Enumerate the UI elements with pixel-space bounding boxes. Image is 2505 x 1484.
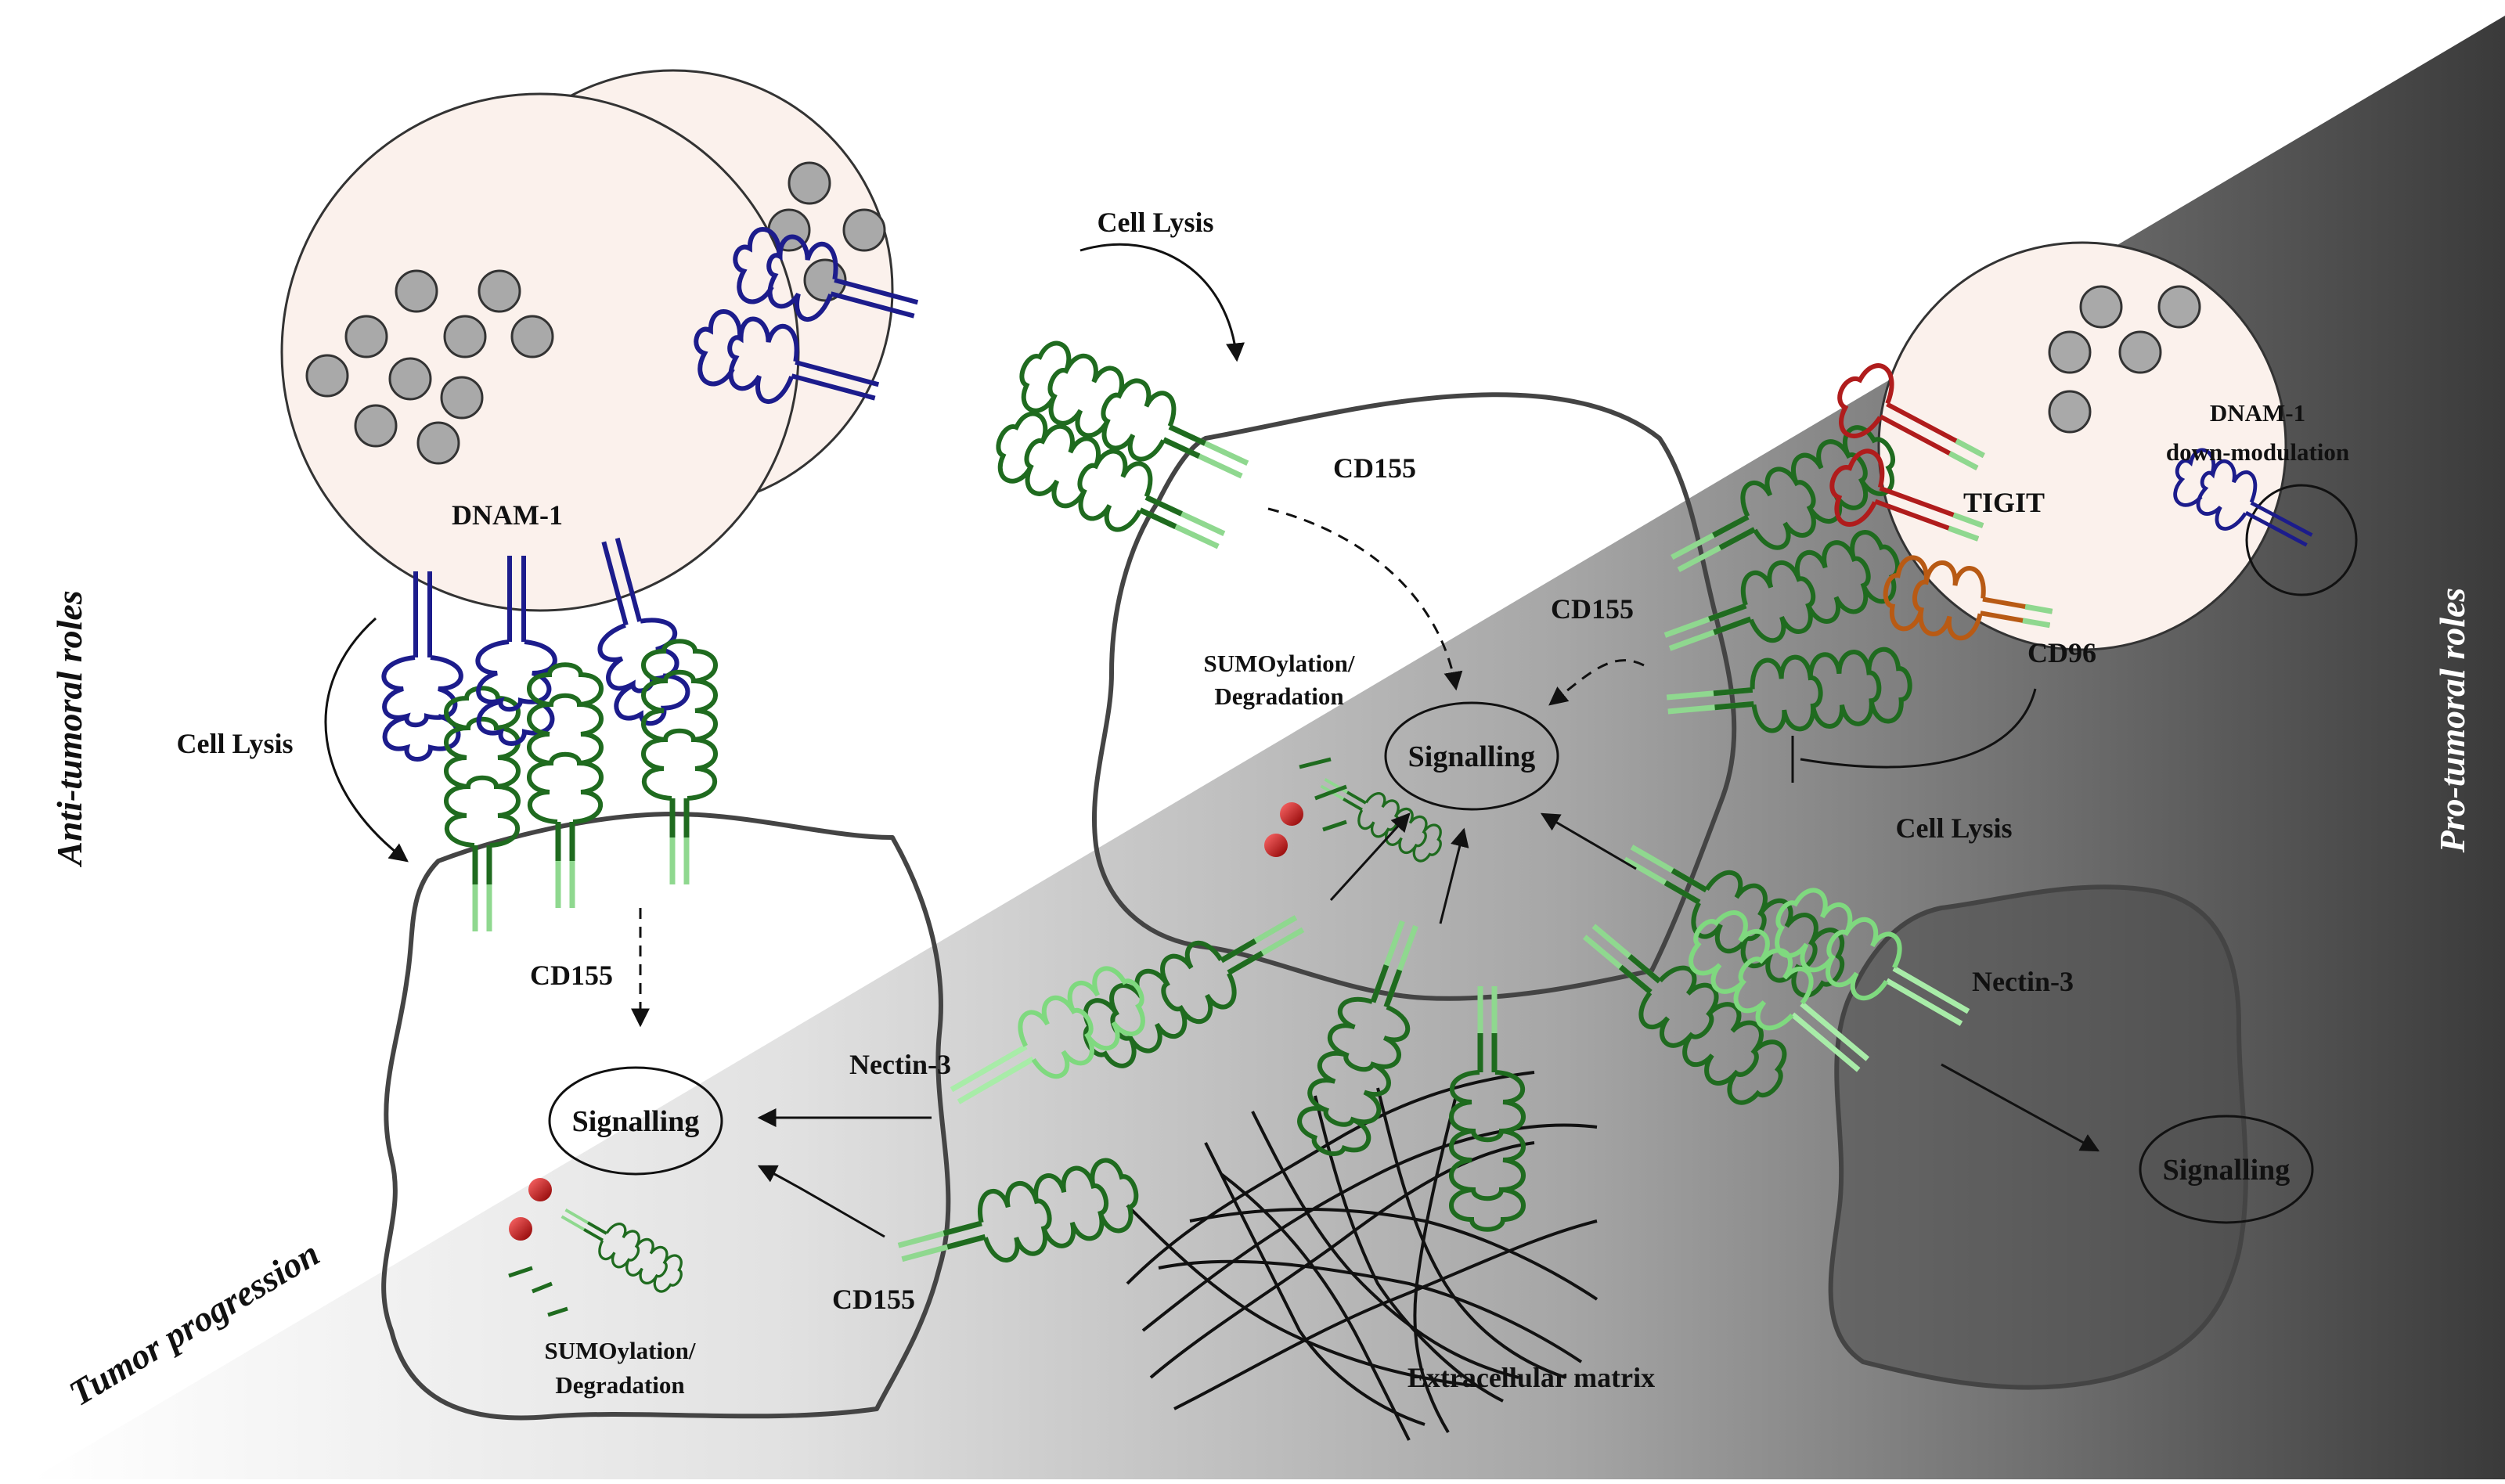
label-cd96: CD96 [2027,637,2096,668]
label-pro-tumoral-roles: Pro-tumoral roles [2432,588,2472,854]
arrow-cd155-right-curve [1548,659,1645,706]
nk-cell-front [280,92,800,612]
svg-text:Signalling: Signalling [572,1105,700,1138]
label-cell-lysis-right: Cell Lysis [1895,812,2012,844]
tumor-cell-center [1091,392,1737,1001]
nk-cell-right [1877,241,2358,651]
tumor-cell-left [381,812,951,1421]
signalling-left: Signalling [548,1066,723,1176]
label-extracellular-matrix: Extracellular matrix [1407,1362,1655,1393]
endosome [2245,484,2358,596]
label-sumo-left-2: Degradation [555,1371,684,1399]
label-cell-lysis-top: Cell Lysis [1097,207,1213,238]
sumo-ball [528,1178,552,1201]
arrow-cell-lysis-left [324,617,409,863]
sumo-ball [1280,802,1303,826]
sumo-ball [509,1217,532,1241]
arrow-cd155-center-down [1267,507,1463,691]
arrow-right-cell-signal [1941,1063,2100,1152]
label-cd155-bottom: CD155 [832,1284,915,1315]
label-dnam1: DNAM-1 [452,499,563,531]
inhibition-cell-lysis-right [1800,688,2037,769]
label-tigit: TIGIT [1963,487,2045,518]
label-cd155-center: CD155 [1333,452,1416,484]
label-nectin3-right: Nectin-3 [1972,966,2074,997]
sumo-fragments-left [508,1178,691,1317]
arrow-cd155-center-to-signal-2 [1439,827,1469,924]
sumo-ball [1264,834,1288,857]
signalling-right: Signalling [2139,1115,2314,1224]
label-sumo-center-2: Degradation [1214,683,1343,710]
label-sumo-left-1: SUMOylation/ [545,1337,696,1364]
tumor-cell-right [1828,884,2248,1390]
label-anti-tumoral-roles: Anti-tumoral roles [49,590,89,867]
label-dnam1-downmod-1: DNAM-1 [2210,399,2305,427]
arrow-cell-lysis-top [1079,243,1245,362]
svg-text:Signalling: Signalling [2163,1154,2291,1187]
label-dnam1-downmod-2: down-modulation [2166,438,2349,466]
arrow-cd155-bottom-to-signal [757,1165,885,1238]
sumo-fragments-center [1264,757,1451,869]
arrow-cd155-center-to-signal-1 [1329,812,1411,902]
label-sumo-center-1: SUMOylation/ [1204,650,1355,677]
label-cell-lysis-left: Cell Lysis [176,728,293,759]
label-nectin3-left: Nectin-3 [849,1049,951,1080]
signalling-center: Signalling [1384,701,1559,811]
arrow-nectin-right-to-signal [1540,812,1637,870]
label-cd155-left: CD155 [530,960,613,991]
svg-text:Signalling: Signalling [1408,740,1536,773]
label-cd155-right: CD155 [1551,593,1634,625]
